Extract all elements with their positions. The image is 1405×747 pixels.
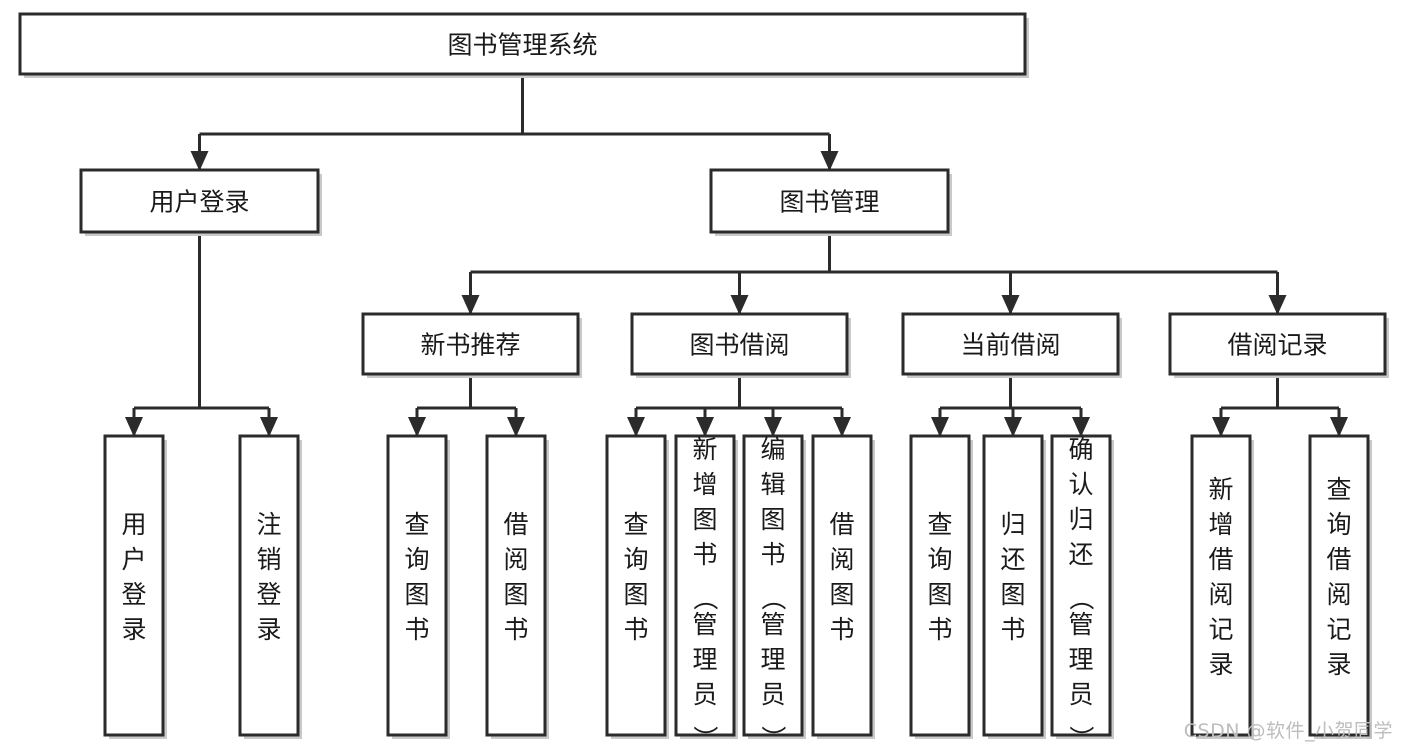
node-leaf-query-book-3[interactable]: 查询图书 <box>909 434 973 739</box>
node-box[interactable] <box>605 434 667 737</box>
node-label: 图书管理系统 <box>447 31 597 60</box>
node-leaf-query-book-1[interactable]: 查询图书 <box>386 434 450 739</box>
node-label: 新书推荐 <box>420 331 520 360</box>
node-label: 确认归还 管理员 <box>1068 435 1093 709</box>
node-current-borrow[interactable]: 当前借阅 <box>901 312 1122 378</box>
node-box[interactable] <box>18 12 1027 76</box>
node-label: 查询图书 <box>927 510 952 644</box>
node-root[interactable]: 图书管理系统 <box>18 12 1029 78</box>
node-leaf-borrow-book-2[interactable]: 借阅图书 <box>811 434 875 739</box>
node-box[interactable] <box>901 312 1120 376</box>
arrow-head-icon <box>730 295 749 315</box>
node-box[interactable] <box>811 434 873 737</box>
node-label-paren: ） <box>759 725 788 747</box>
arrow-head-icon <box>1072 417 1090 437</box>
node-leaf-add-book[interactable]: 新增图书 管理员 （ ） <box>674 434 738 747</box>
node-label: 归还图书 <box>1000 510 1025 644</box>
node-leaf-query-book-2[interactable]: 查询图书 <box>605 434 669 739</box>
connector-group-current-borrow <box>931 374 1090 437</box>
node-new-book-rec[interactable]: 新书推荐 <box>361 312 582 378</box>
node-label: 用户登录 <box>149 188 249 217</box>
watermark-label: CSDN @软件_小贺同学 <box>1183 720 1393 742</box>
arrow-head-icon <box>696 417 714 437</box>
arrow-head-icon <box>627 417 645 437</box>
arrow-head-icon <box>1212 417 1230 437</box>
node-label-paren: ） <box>691 725 720 747</box>
node-label-paren: （ <box>1067 585 1096 610</box>
node-box[interactable] <box>386 434 448 737</box>
connector-group-book-borrow <box>627 374 851 437</box>
node-book-borrow[interactable]: 图书借阅 <box>630 312 851 378</box>
node-box[interactable] <box>79 168 320 234</box>
connectors-layer <box>125 74 1348 437</box>
node-user-login[interactable]: 用户登录 <box>79 168 322 236</box>
node-label: 借阅图书 <box>503 510 528 644</box>
arrow-head-icon <box>461 295 480 315</box>
node-label: 用户登录 <box>121 510 146 644</box>
node-box[interactable] <box>1050 434 1112 737</box>
node-label-paren: （ <box>759 585 788 610</box>
node-leaf-return-book[interactable]: 归还图书 <box>982 434 1046 739</box>
node-label: 当前借阅 <box>960 331 1060 360</box>
arrow-head-icon <box>764 417 782 437</box>
arrow-head-icon <box>1001 295 1020 315</box>
node-box[interactable] <box>674 434 736 737</box>
arrow-head-icon <box>833 417 851 437</box>
node-box[interactable] <box>238 434 300 737</box>
node-box[interactable] <box>1190 434 1252 737</box>
arrow-head-icon <box>1004 417 1022 437</box>
node-label: 查询图书 <box>623 510 648 644</box>
node-box[interactable] <box>1308 434 1370 737</box>
connector-group-book-manage <box>461 232 1287 315</box>
connector-group-user-login <box>125 232 278 437</box>
node-leaf-query-record[interactable]: 查询借阅记录 <box>1308 434 1372 739</box>
connector-group-root <box>190 74 839 171</box>
node-box[interactable] <box>909 434 971 737</box>
node-box[interactable] <box>1168 312 1387 376</box>
arrow-head-icon <box>931 417 949 437</box>
arrow-head-icon <box>1330 417 1348 437</box>
arrow-head-icon <box>260 417 278 437</box>
node-label: 图书管理 <box>779 188 879 217</box>
arrow-head-icon <box>190 151 209 171</box>
arrow-head-icon <box>125 417 143 437</box>
node-leaf-confirm-return[interactable]: 确认归还 管理员 （ ） <box>1050 434 1114 747</box>
nodes-layer: 图书管理系统用户登录图书管理新书推荐图书借阅当前借阅借阅记录用户登录注销登录查询… <box>18 12 1389 747</box>
node-label: 借阅记录 <box>1227 331 1327 360</box>
node-label: 新增图书 管理员 <box>692 435 717 709</box>
node-label: 借阅图书 <box>829 510 854 644</box>
node-leaf-edit-book[interactable]: 编辑图书 管理员 （ ） <box>742 434 806 747</box>
node-box[interactable] <box>982 434 1044 737</box>
arrow-head-icon <box>408 417 426 437</box>
arrow-head-icon <box>507 417 525 437</box>
connector-group-new-book-rec <box>408 374 525 437</box>
node-box[interactable] <box>742 434 804 737</box>
arrow-head-icon <box>820 151 839 171</box>
node-leaf-borrow-book-1[interactable]: 借阅图书 <box>485 434 549 739</box>
node-leaf-user-login[interactable]: 用户登录 <box>103 434 167 739</box>
connector-group-borrow-record <box>1212 374 1348 437</box>
node-label: 查询借阅记录 <box>1326 475 1351 679</box>
node-box[interactable] <box>103 434 165 737</box>
node-book-manage[interactable]: 图书管理 <box>709 168 952 236</box>
node-box[interactable] <box>630 312 849 376</box>
node-box[interactable] <box>485 434 547 737</box>
node-label: 编辑图书 管理员 <box>760 435 785 709</box>
arrow-head-icon <box>1268 295 1287 315</box>
node-label: 图书借阅 <box>689 331 789 360</box>
node-label-paren: ） <box>1067 725 1096 747</box>
node-borrow-record[interactable]: 借阅记录 <box>1168 312 1389 378</box>
node-box[interactable] <box>709 168 950 234</box>
node-leaf-user-logout[interactable]: 注销登录 <box>238 434 302 739</box>
node-label-paren: （ <box>691 585 720 610</box>
node-box[interactable] <box>361 312 580 376</box>
node-leaf-add-record[interactable]: 新增借阅记录 <box>1190 434 1254 739</box>
node-label: 查询图书 <box>404 510 429 644</box>
node-label: 注销登录 <box>256 510 281 644</box>
node-label: 新增借阅记录 <box>1208 475 1233 679</box>
